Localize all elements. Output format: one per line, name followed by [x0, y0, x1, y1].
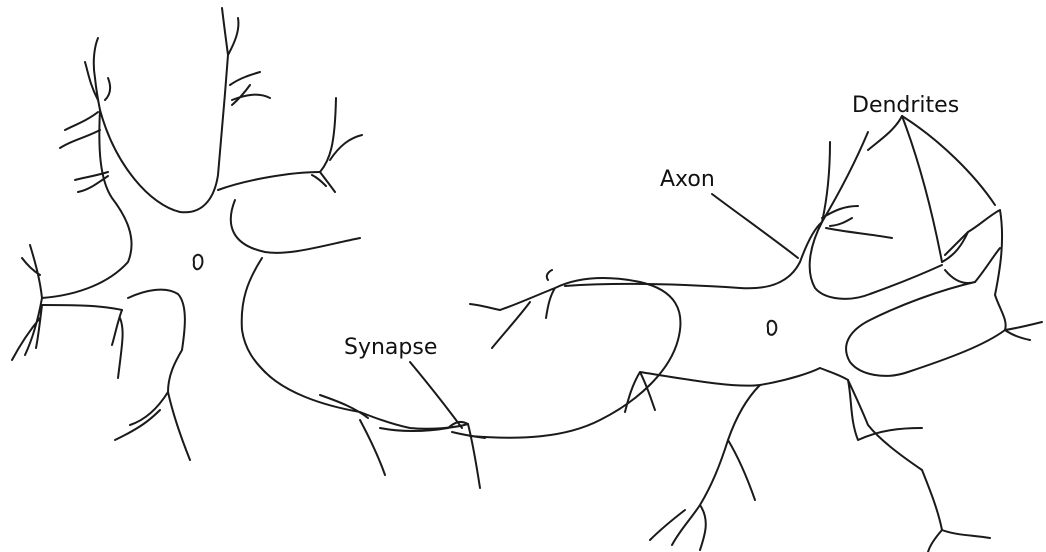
labels: Dendrites Axon Synapse — [344, 93, 995, 428]
right-dendrite-right — [945, 210, 1042, 340]
leader-dendrites-3 — [868, 116, 902, 150]
leader-synapse — [410, 362, 462, 428]
right-nucleus — [768, 321, 777, 335]
left-dendrite-left — [12, 245, 42, 360]
right-neuron — [565, 132, 1042, 552]
axon-synapse — [265, 270, 680, 488]
synapse-terminal-left — [380, 422, 480, 488]
leader-axon — [712, 194, 798, 258]
leader-dendrites-2 — [902, 116, 995, 205]
left-soma-outline — [42, 55, 360, 392]
right-dendrite-loop — [452, 270, 680, 438]
left-dendrite-top — [222, 8, 270, 105]
right-dendrite-bottom — [650, 385, 760, 550]
leader-dendrites-1 — [902, 116, 942, 262]
label-synapse: Synapse — [344, 335, 437, 360]
right-dendrite-top — [822, 132, 892, 238]
label-axon: Axon — [660, 167, 715, 192]
right-dendrite-bottom-right — [848, 380, 990, 552]
left-dendrite-top-right — [312, 98, 362, 192]
left-neuron — [12, 8, 362, 460]
label-dendrites: Dendrites — [852, 93, 959, 118]
left-dendrite-bottom — [112, 310, 190, 460]
left-axon — [265, 372, 468, 475]
left-nucleus — [194, 255, 203, 269]
